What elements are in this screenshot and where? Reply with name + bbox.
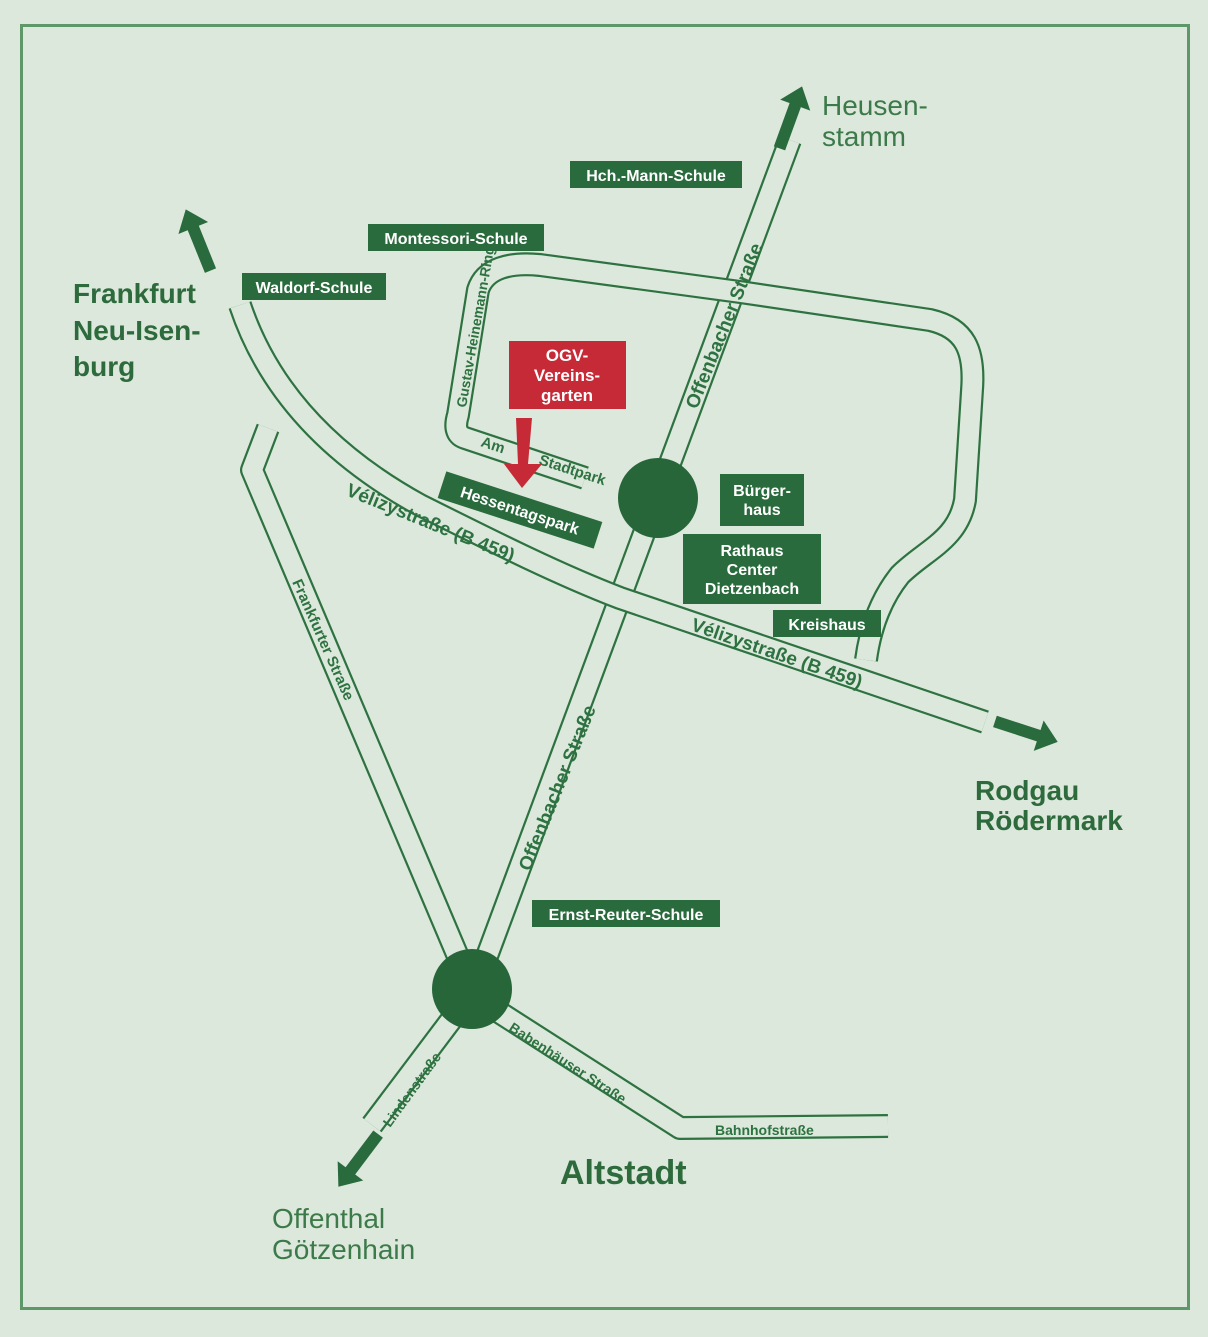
svg-text:Bürger-: Bürger- xyxy=(733,483,791,500)
street-offenbacher-north: Offenbacher Straße xyxy=(682,241,768,412)
svg-text:Center: Center xyxy=(727,562,778,579)
label-montessori: Montessori-Schule xyxy=(368,224,544,251)
svg-text:stamm: stamm xyxy=(822,121,906,152)
svg-text:Götzenhain: Götzenhain xyxy=(272,1234,415,1265)
street-frankfurter: Frankfurter Straße xyxy=(288,577,357,703)
svg-text:Dietzenbach: Dietzenbach xyxy=(705,581,799,598)
destination-rodgau: Rodgau Rödermark xyxy=(975,775,1123,836)
street-heinemann-ring-a: Gustav-Heinemann-Ring xyxy=(453,245,497,409)
arrow-heusenstamm-icon xyxy=(773,86,811,151)
road-network xyxy=(228,135,989,1140)
offenbacher-road xyxy=(470,136,800,979)
district-altstadt: Altstadt xyxy=(560,1154,687,1192)
svg-text:Offenthal: Offenthal xyxy=(272,1203,385,1234)
destination-offenthal: Offenthal Götzenhain xyxy=(272,1203,415,1265)
street-babenhaeuser: Babenhäuser Straße xyxy=(506,1019,629,1107)
svg-text:Heusen-: Heusen- xyxy=(822,90,928,121)
svg-text:Montessori-Schule: Montessori-Schule xyxy=(384,231,527,248)
velizy-road xyxy=(230,301,989,732)
svg-text:burg: burg xyxy=(73,351,135,382)
svg-text:Frankfurt: Frankfurt xyxy=(73,278,196,309)
arrow-offenthal-icon xyxy=(337,1130,383,1187)
label-kreishaus: Kreishaus xyxy=(773,610,881,637)
arrow-frankfurt-icon xyxy=(178,209,217,273)
svg-text:Ernst-Reuter-Schule: Ernst-Reuter-Schule xyxy=(549,907,704,924)
label-buergerhaus: Bürger- haus xyxy=(720,474,804,526)
svg-text:garten: garten xyxy=(541,386,593,405)
label-hch-mann: Hch.-Mann-Schule xyxy=(570,161,742,188)
svg-text:Kreishaus: Kreishaus xyxy=(788,617,865,634)
map-frame xyxy=(20,24,1190,1310)
destination-frankfurt: Frankfurt Neu-Isen- burg xyxy=(73,278,201,382)
street-offenbacher-south: Offenbacher Straße xyxy=(515,703,601,874)
target-ogv-vereinsgarten: OGV- Vereins- garten xyxy=(509,341,626,409)
target-arrow-icon xyxy=(504,418,542,488)
babenhaeuser-road-outline xyxy=(473,989,889,1140)
destination-heusenstamm: Heusen- stamm xyxy=(822,90,928,152)
svg-text:Waldorf-Schule: Waldorf-Schule xyxy=(256,280,373,297)
ring-road xyxy=(446,254,983,662)
svg-text:Vereins-: Vereins- xyxy=(534,366,600,385)
label-rathaus-center: Rathaus Center Dietzenbach xyxy=(683,534,821,604)
label-waldorf: Waldorf-Schule xyxy=(242,273,386,300)
street-am: Am xyxy=(479,434,507,458)
roundabout-south xyxy=(432,949,512,1029)
svg-text:Rodgau: Rodgau xyxy=(975,775,1079,806)
svg-text:OGV-: OGV- xyxy=(546,346,589,365)
street-bahnhof: Bahnhofstraße xyxy=(715,1122,814,1138)
frankfurter-road xyxy=(242,424,480,989)
label-ernst-reuter: Ernst-Reuter-Schule xyxy=(532,900,720,927)
roundabout-north xyxy=(618,458,698,538)
babenhaeuser-road xyxy=(474,991,889,1138)
svg-text:Hch.-Mann-Schule: Hch.-Mann-Schule xyxy=(586,168,726,185)
arrow-rodgau-icon xyxy=(993,715,1058,751)
svg-text:Neu-Isen-: Neu-Isen- xyxy=(73,315,201,346)
svg-text:Rathaus: Rathaus xyxy=(720,543,783,560)
svg-text:Rödermark: Rödermark xyxy=(975,805,1123,836)
svg-text:haus: haus xyxy=(743,502,780,519)
